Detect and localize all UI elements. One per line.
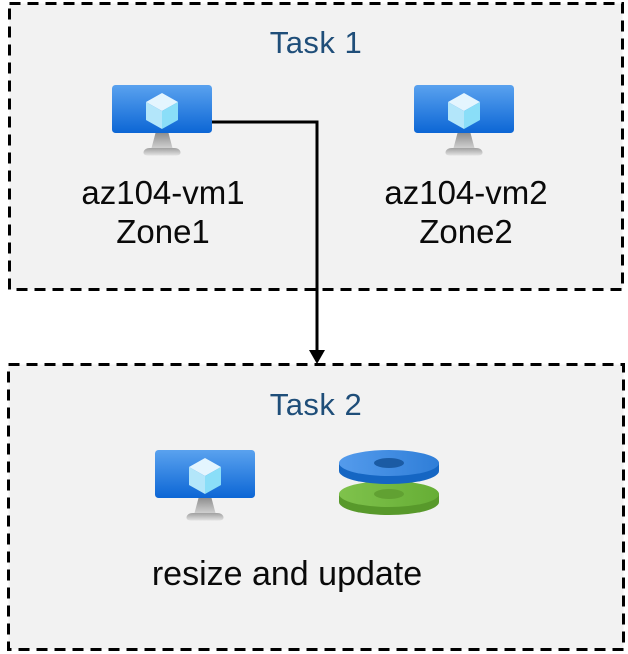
task1-title: Task 1	[269, 25, 363, 60]
vm1-name: az104-vm1	[81, 174, 245, 211]
task2-caption: resize and update	[151, 555, 423, 593]
vm2-name: az104-vm2	[384, 174, 548, 211]
vm2-zone: Zone2	[419, 213, 513, 250]
vm2-label: az104-vm2 Zone2	[384, 173, 547, 251]
connector-arrow	[210, 120, 325, 364]
task2-title: Task 2	[269, 387, 363, 422]
vm1-label: az104-vm1 Zone1	[81, 173, 244, 251]
disk-green	[339, 481, 439, 515]
managed-disks-icon	[339, 450, 439, 515]
task2-box	[7, 363, 625, 651]
disk-blue	[339, 450, 439, 484]
vm1-zone: Zone1	[116, 213, 210, 250]
